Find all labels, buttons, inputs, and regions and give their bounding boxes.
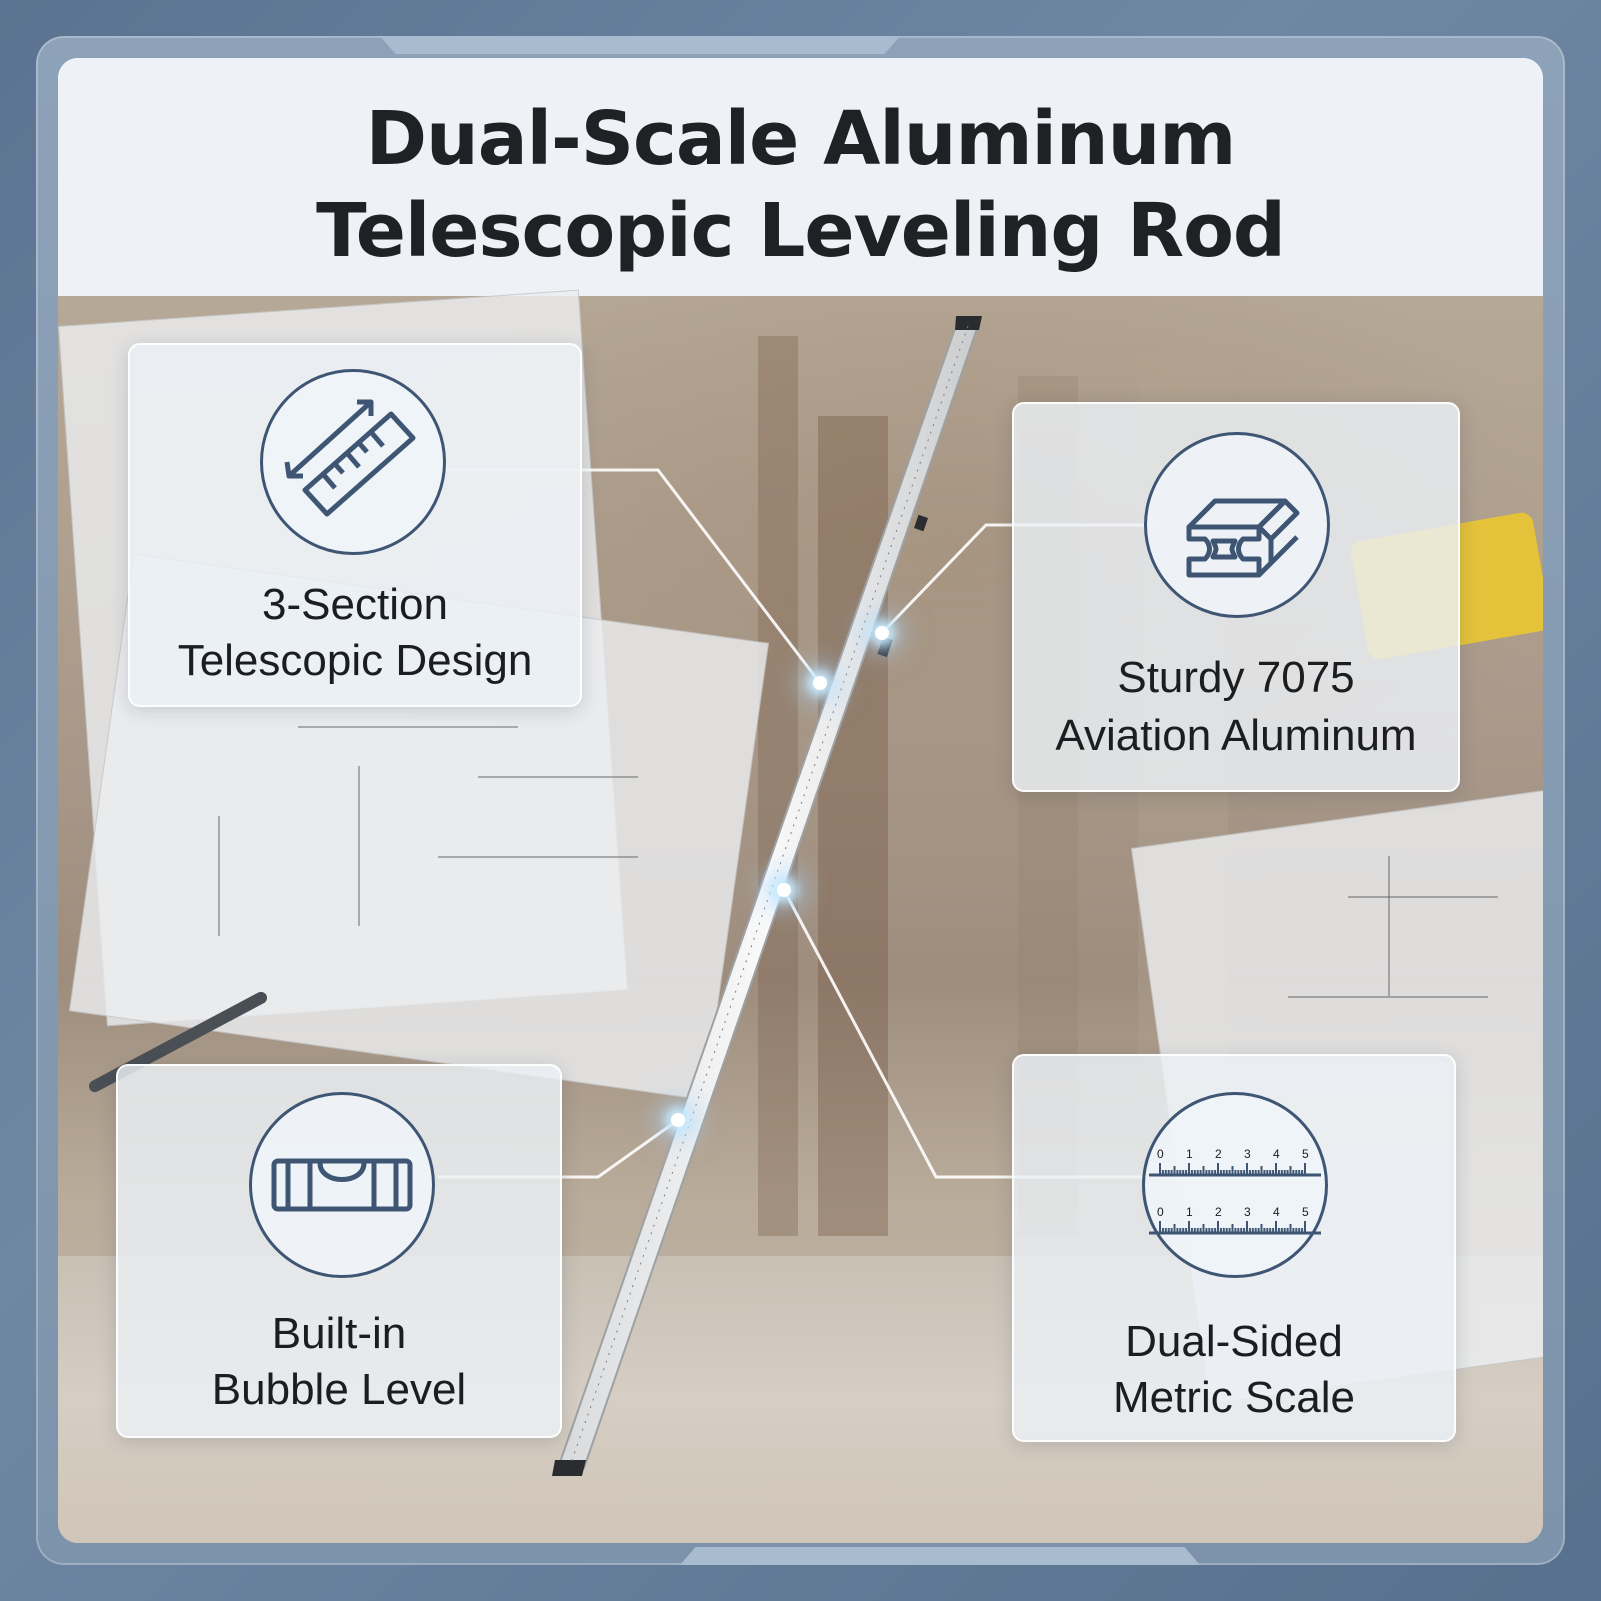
- scale-tick-label: 5: [1302, 1147, 1309, 1161]
- feature-label-line2: Telescopic Design: [177, 636, 533, 685]
- scale-tick-label: 2: [1215, 1205, 1222, 1219]
- blueprint-line: [218, 816, 220, 936]
- blueprint-line: [1388, 856, 1390, 996]
- callout-dot: [671, 1113, 685, 1127]
- feature-card-metric-scale: 0 1 2 3 4 5 0 1 2 3 4 5 Dual-Sided Metri…: [1012, 1054, 1456, 1442]
- header: Dual-Scale Aluminum Telescopic Leveling …: [58, 58, 1543, 296]
- blueprint-line: [298, 726, 518, 728]
- feature-card-aluminum: Sturdy 7075 Aviation Aluminum: [1012, 402, 1460, 792]
- feature-label-line1: Sturdy 7075: [1117, 653, 1355, 702]
- scale-tick-label: 0: [1157, 1205, 1164, 1219]
- title-line-2: Telescopic Leveling Rod: [316, 188, 1286, 274]
- blueprint-line: [358, 766, 360, 926]
- feature-card-telescopic: 3-Section Telescopic Design: [128, 343, 582, 707]
- callout-dot: [875, 626, 889, 640]
- scale-tick-label: 1: [1186, 1147, 1193, 1161]
- feature-label-line1: 3-Section: [262, 580, 448, 629]
- scale-tick-label: 5: [1302, 1205, 1309, 1219]
- title-line-1: Dual-Scale Aluminum: [365, 96, 1237, 182]
- blueprint-line: [438, 856, 638, 858]
- blueprint-line: [1288, 996, 1488, 998]
- feature-label-line2: Metric Scale: [1112, 1373, 1356, 1422]
- bubble-level-icon: [249, 1092, 435, 1278]
- scale-tick-label: 3: [1244, 1205, 1251, 1219]
- blueprint-line: [1348, 896, 1498, 898]
- wall-column: [758, 336, 798, 1236]
- scale-tick-label: 4: [1273, 1205, 1280, 1219]
- feature-label-line1: Built-in: [271, 1309, 407, 1358]
- ruler-arrow-icon: [260, 369, 446, 555]
- product-panel: Dual-Scale Aluminum Telescopic Leveling …: [58, 58, 1543, 1543]
- scale-tick-label: 2: [1215, 1147, 1222, 1161]
- feature-label-line2: Bubble Level: [211, 1365, 467, 1414]
- scale-tick-label: 0: [1157, 1147, 1164, 1161]
- callout-dot: [813, 676, 827, 690]
- scale-tick-label: 1: [1186, 1205, 1193, 1219]
- feature-label-line1: Dual-Sided: [1125, 1317, 1343, 1366]
- feature-label-line2: Aviation Aluminum: [1055, 711, 1417, 760]
- scale-tick-label: 3: [1244, 1147, 1251, 1161]
- frame-accent-top: [380, 36, 900, 54]
- callout-dot: [777, 883, 791, 897]
- blueprint-line: [478, 776, 638, 778]
- scale-labels: 0 1 2 3 4 5 0 1 2 3 4 5: [1145, 1095, 1325, 1275]
- frame-accent-bottom: [680, 1547, 1200, 1565]
- leveling-rod: [552, 316, 982, 1476]
- aluminum-profile-icon: [1144, 432, 1330, 618]
- feature-card-bubble-level: Built-in Bubble Level: [116, 1064, 562, 1438]
- dual-scale-icon: 0 1 2 3 4 5 0 1 2 3 4 5: [1142, 1092, 1328, 1278]
- scale-tick-label: 4: [1273, 1147, 1280, 1161]
